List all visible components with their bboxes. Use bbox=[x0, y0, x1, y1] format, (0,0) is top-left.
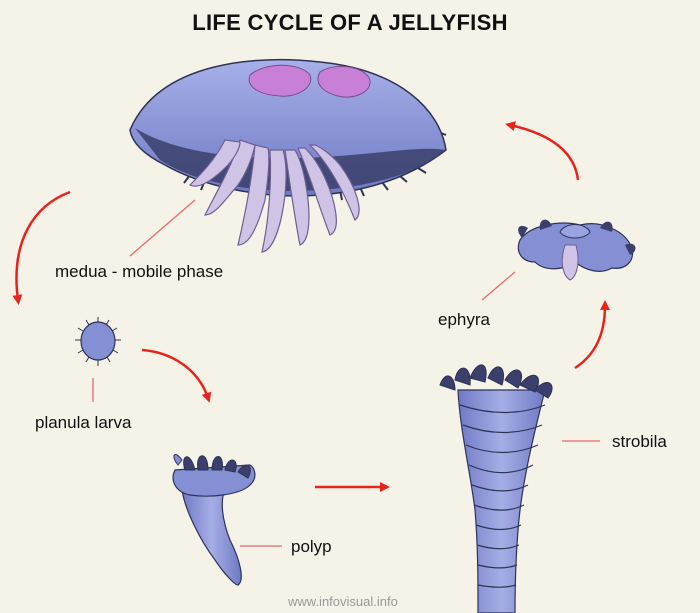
label-ephyra: ephyra bbox=[438, 310, 490, 330]
label-medusa: medua - mobile phase bbox=[55, 262, 223, 282]
strobila-illustration bbox=[440, 365, 552, 613]
arrow-strobila-to-ephyra bbox=[575, 305, 605, 368]
planula-larva-illustration bbox=[75, 317, 121, 366]
label-planula-larva: planula larva bbox=[35, 413, 131, 433]
credit-text: www.infovisual.info bbox=[288, 594, 398, 609]
label-polyp: polyp bbox=[291, 537, 332, 557]
medusa-illustration bbox=[130, 60, 446, 252]
arrow-medusa-to-planula bbox=[17, 192, 70, 300]
label-strobila: strobila bbox=[612, 432, 667, 452]
arrow-ephyra-to-medusa bbox=[510, 125, 578, 180]
arrow-planula-to-polyp bbox=[142, 350, 208, 398]
ephyra-illustration bbox=[518, 220, 635, 280]
polyp-illustration bbox=[173, 455, 255, 585]
